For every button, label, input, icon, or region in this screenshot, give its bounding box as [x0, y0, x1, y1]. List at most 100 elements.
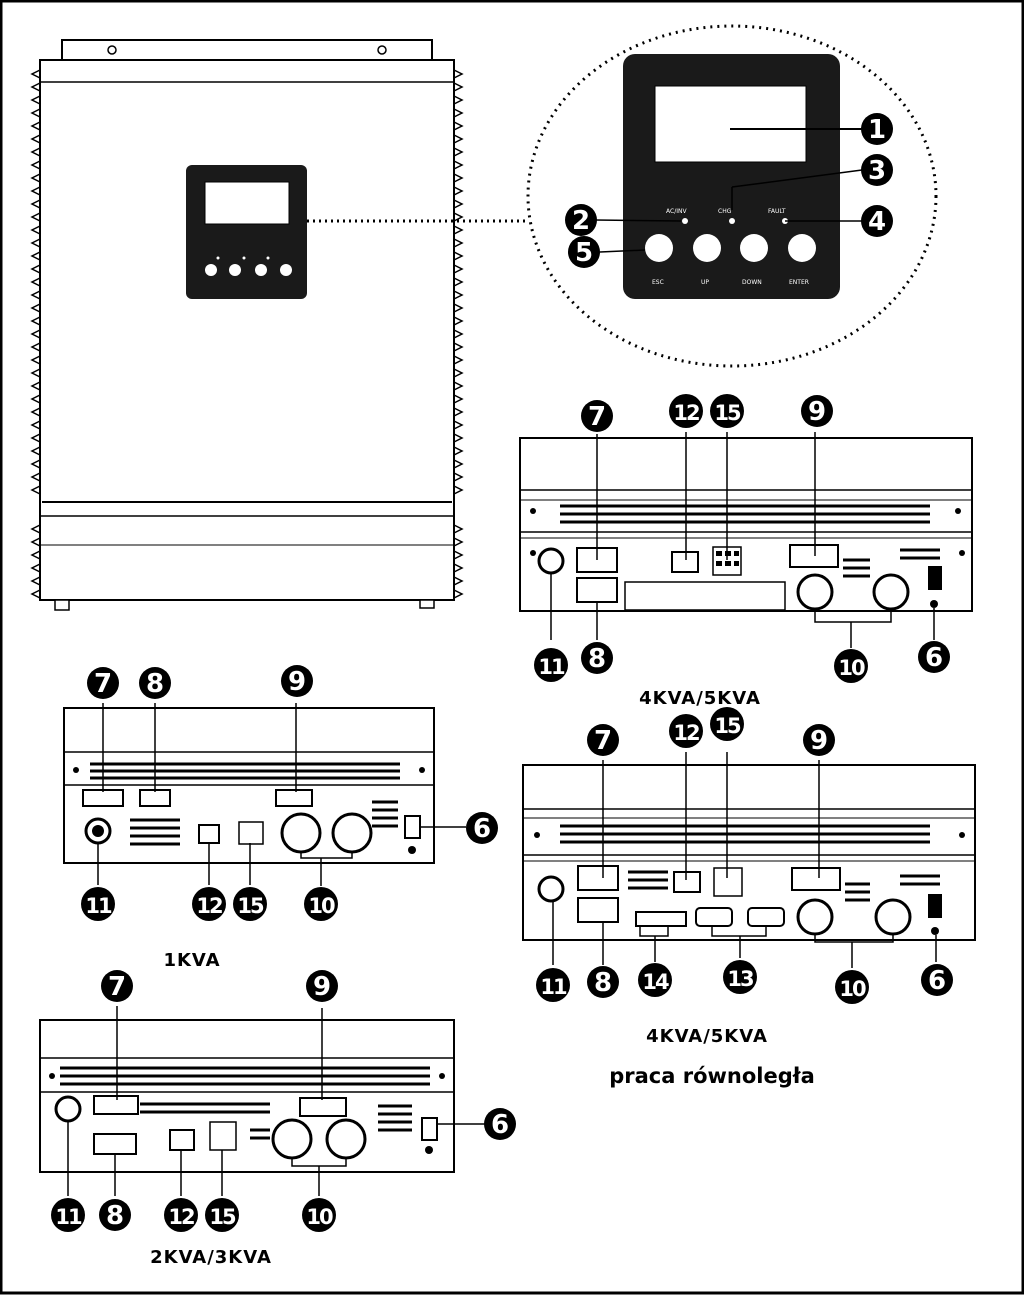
- heat-fin: [453, 160, 464, 170]
- badge-circle: [669, 394, 703, 428]
- heat-fin: [30, 433, 41, 443]
- heat-fin: [30, 589, 41, 599]
- badge-number: 9: [313, 972, 331, 1002]
- callout-badge-k23-6: 6: [484, 1108, 516, 1140]
- badge-circle: [164, 1198, 198, 1232]
- callout-badge-b3: 3: [861, 154, 893, 186]
- rear-view-2kva-3kva: [39, 1019, 455, 1173]
- callout-badge-k1-7: 7: [87, 667, 119, 699]
- callout-badge-k45-15: 15: [710, 394, 744, 428]
- heat-fin: [453, 69, 464, 79]
- heat-fin: [453, 420, 464, 430]
- badge-circle: [861, 205, 893, 237]
- callout-badge-k23-11: 11: [51, 1198, 85, 1232]
- heat-fin: [453, 394, 464, 404]
- badge-circle: [835, 970, 869, 1004]
- callout-badge-k1-10: 10: [304, 887, 338, 921]
- front-button-esc: [205, 264, 217, 276]
- rear-view-4kva-5kva-parallel: [522, 764, 976, 941]
- heat-fin: [453, 277, 464, 287]
- badge-number: 10: [838, 656, 865, 680]
- heat-fin: [30, 459, 41, 469]
- callout-badge-kp-7: 7: [587, 724, 619, 756]
- heat-fin: [453, 342, 464, 352]
- badge-number: 7: [108, 972, 126, 1002]
- badge-number: 11: [538, 655, 565, 679]
- callout-badge-b4: 4: [861, 205, 893, 237]
- callout-badge-k45-6: 6: [918, 641, 950, 673]
- badge-number: 8: [588, 644, 606, 674]
- callout-badge-k23-12: 12: [164, 1198, 198, 1232]
- badge-circle: [87, 667, 119, 699]
- heat-fin: [30, 355, 41, 365]
- badge-circle: [710, 394, 744, 428]
- heat-fin: [453, 186, 464, 196]
- badge-circle: [205, 1198, 239, 1232]
- heat-fin: [453, 550, 464, 560]
- heat-fin: [453, 82, 464, 92]
- button-label-up: UP: [701, 279, 709, 286]
- heat-fin: [30, 95, 41, 105]
- badge-number: 10: [308, 894, 335, 918]
- heat-fin: [30, 420, 41, 430]
- heat-fin: [30, 186, 41, 196]
- front-button-down: [255, 264, 267, 276]
- badge-number: 6: [925, 643, 943, 673]
- heat-fin: [30, 160, 41, 170]
- callout-badge-k23-15: 15: [205, 1198, 239, 1232]
- badge-number: 15: [209, 1205, 236, 1229]
- heat-fin: [453, 316, 464, 326]
- heat-fin: [453, 290, 464, 300]
- badge-number: 4: [868, 207, 886, 237]
- heat-fin: [453, 563, 464, 573]
- badge-circle: [918, 641, 950, 673]
- badge-circle: [834, 649, 868, 683]
- heat-fin: [453, 225, 464, 235]
- badge-number: 2: [572, 206, 590, 236]
- badge-number: 12: [673, 401, 699, 425]
- badge-number: 14: [642, 970, 669, 994]
- badge-circle: [921, 964, 953, 996]
- callout-badge-k23-9: 9: [306, 970, 338, 1002]
- led-label-fault: FAULT: [768, 208, 786, 215]
- heat-fin: [453, 173, 464, 183]
- badge-number: 6: [473, 814, 491, 844]
- heat-fin: [453, 446, 464, 456]
- badge-circle: [534, 648, 568, 682]
- badge-circle: [304, 887, 338, 921]
- heat-fin: [453, 524, 464, 534]
- heat-fin: [453, 589, 464, 599]
- front-button-enter: [280, 264, 292, 276]
- badge-circle: [81, 887, 115, 921]
- callout-badge-kp-11: 11: [536, 968, 570, 1002]
- badge-number: 11: [540, 975, 567, 999]
- badge-circle: [669, 714, 703, 748]
- heat-fin: [30, 576, 41, 586]
- button-enter: [788, 234, 816, 262]
- badge-number: 1: [868, 115, 886, 145]
- heat-fin: [30, 524, 41, 534]
- button-down: [740, 234, 768, 262]
- badge-number: 7: [94, 669, 112, 699]
- mount-hole-left: [107, 45, 117, 55]
- badge-number: 10: [306, 1205, 333, 1229]
- heat-fin: [30, 290, 41, 300]
- led-label-chg: CHG: [718, 208, 732, 215]
- heat-fin: [453, 433, 464, 443]
- badge-number: 12: [673, 721, 699, 745]
- badge-circle: [801, 395, 833, 427]
- badge-number: 11: [55, 1205, 82, 1229]
- heat-fin: [453, 212, 464, 222]
- badge-circle: [587, 966, 619, 998]
- callout-badge-kp-6: 6: [921, 964, 953, 996]
- badge-circle: [638, 963, 672, 997]
- heat-fin: [453, 381, 464, 391]
- heat-fin: [30, 394, 41, 404]
- badge-circle: [723, 960, 757, 994]
- badge-number: 15: [237, 894, 264, 918]
- badge-circle: [139, 667, 171, 699]
- heat-fin: [453, 368, 464, 378]
- mount-hole-right: [377, 45, 387, 55]
